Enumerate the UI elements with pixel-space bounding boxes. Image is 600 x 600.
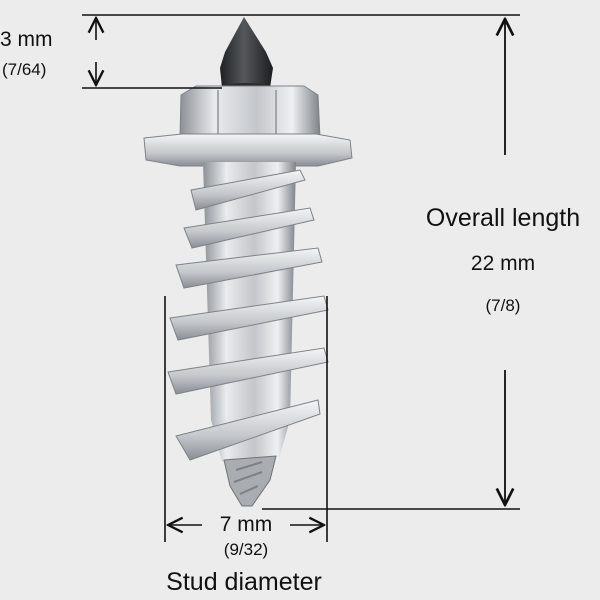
dimension-lines — [82, 14, 520, 542]
stud-diameter-title: Stud diameter — [166, 568, 322, 596]
tip-height-metric-label: 3 mm — [0, 28, 53, 51]
thread-flight-6 — [175, 399, 321, 461]
overall-length-title: Overall length — [425, 204, 581, 232]
thread-flight-1 — [190, 169, 306, 211]
thread-flight-3 — [175, 247, 323, 289]
ice-stud-illustration — [143, 17, 353, 507]
overall-length-metric-label: 22 mm — [470, 252, 536, 275]
tip-height-imperial-label: (7/64) — [2, 60, 47, 79]
stud-diameter-imperial-label: (9/32) — [223, 540, 269, 559]
thread-flight-5 — [167, 347, 329, 395]
tapping-point — [223, 455, 277, 507]
thread-flight-4 — [169, 295, 329, 341]
tapping-point-detail — [233, 461, 263, 495]
thread-flight-2 — [183, 207, 315, 249]
flange — [143, 133, 353, 167]
thread-flights — [167, 169, 329, 461]
stud-diameter-metric-label: 7 mm — [219, 513, 273, 536]
overall-length-imperial-label: (7/8) — [485, 296, 521, 315]
carbide-tip — [220, 17, 273, 88]
